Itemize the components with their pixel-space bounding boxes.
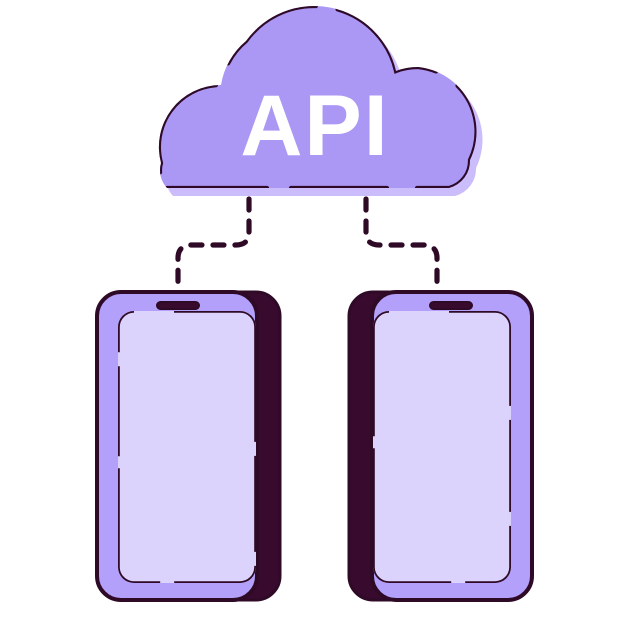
connector-right-icon [363,196,440,285]
right-phone[interactable] [347,290,534,602]
right-phone-screen[interactable] [373,311,511,583]
cloud-outline [158,6,477,189]
connector-left-icon [175,196,252,285]
cloud-group: API [158,6,483,196]
left-phone-screen[interactable] [118,311,256,583]
left-phone[interactable] [95,290,282,602]
right-phone-speaker-icon [429,301,473,310]
cloud-api-label: API [240,78,389,174]
left-phone-speaker-icon [156,301,200,310]
connector-group [175,196,440,285]
